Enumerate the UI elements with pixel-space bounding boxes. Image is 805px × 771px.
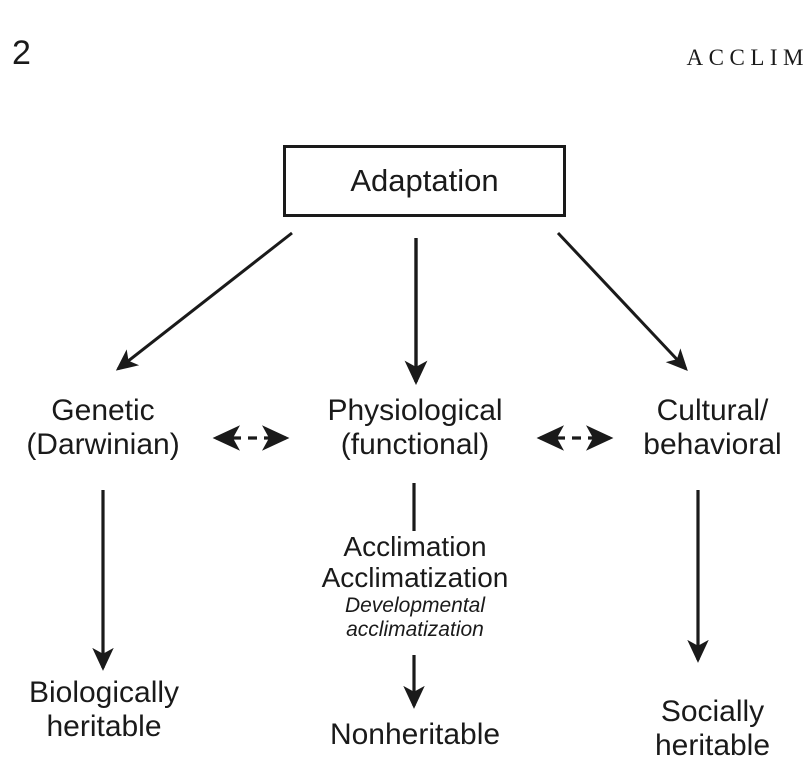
edge-adaptation-to-cultural bbox=[556, 231, 688, 371]
node-biologically-heritable: Biologically heritable bbox=[0, 676, 208, 743]
node-physiological-line1: Physiological bbox=[327, 394, 503, 427]
node-physiological: Physiological (functional) bbox=[296, 394, 534, 461]
node-biologically-heritable-line2: heritable bbox=[46, 709, 162, 743]
node-adaptation-label: Adaptation bbox=[350, 162, 499, 198]
node-acclimation-line1: Acclimation bbox=[343, 531, 487, 562]
node-genetic-line2: (Darwinian) bbox=[26, 427, 180, 461]
node-nonheritable: Nonheritable bbox=[290, 718, 540, 752]
node-genetic-line1: Genetic bbox=[51, 394, 155, 427]
node-cultural-line2: behavioral bbox=[643, 427, 782, 461]
node-socially-heritable-line2: heritable bbox=[654, 728, 771, 762]
edge-adaptation-to-genetic bbox=[115, 231, 293, 371]
node-socially-heritable: Socially heritable bbox=[620, 695, 805, 762]
node-acclimation-italic1: Developmental bbox=[344, 593, 486, 617]
node-physiological-line2: (functional) bbox=[340, 427, 490, 461]
page-number: 2 bbox=[12, 34, 31, 72]
node-acclimation: Acclimation Acclimatization Developmenta… bbox=[290, 531, 540, 642]
node-socially-heritable-line1: Socially bbox=[660, 695, 765, 728]
node-biologically-heritable-line1: Biologically bbox=[28, 676, 180, 709]
node-cultural-line1: Cultural/ bbox=[656, 394, 769, 427]
node-nonheritable-line1: Nonheritable bbox=[329, 718, 501, 751]
running-head: ACCLIM bbox=[686, 45, 805, 70]
node-cultural: Cultural/ behavioral bbox=[620, 394, 805, 461]
node-acclimation-italic2: acclimatization bbox=[346, 617, 484, 641]
node-adaptation: Adaptation bbox=[283, 145, 566, 217]
node-genetic: Genetic (Darwinian) bbox=[0, 394, 206, 461]
node-acclimation-line2: Acclimatization bbox=[321, 562, 509, 594]
